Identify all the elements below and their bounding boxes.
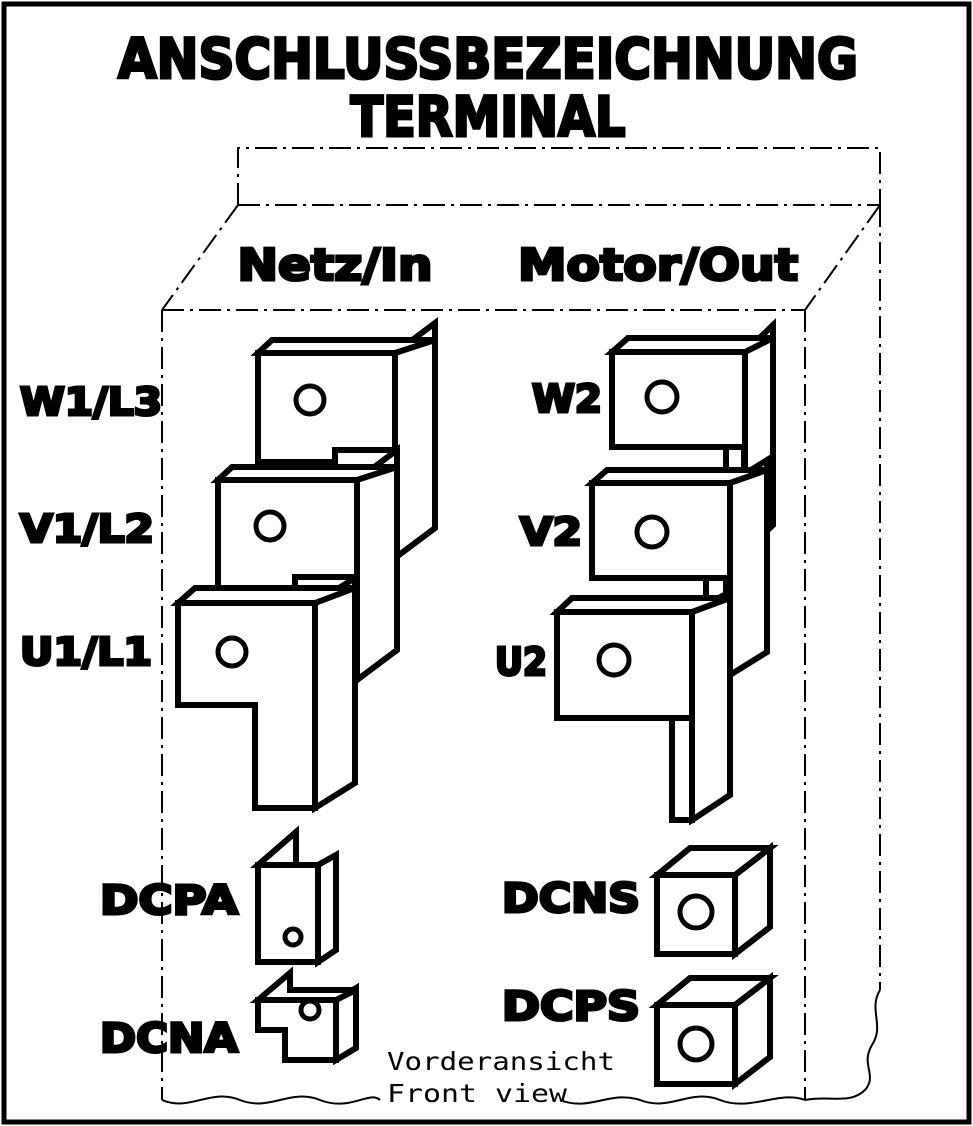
housing-outline xyxy=(161,147,881,1105)
label-u2: U2 xyxy=(495,640,547,684)
bolt-hole-icon xyxy=(298,998,322,1022)
bolt-hole-icon xyxy=(644,379,680,415)
label-dcpa: DCPA xyxy=(100,878,238,924)
label-w2: W2 xyxy=(532,377,602,421)
label-v1-l2: V1/L2 xyxy=(20,507,154,551)
terminal-w1-l3 xyxy=(250,317,438,564)
group-label-output: Motor/Out xyxy=(518,240,798,291)
label-dcna: DCNA xyxy=(100,1016,238,1062)
view-caption-line2: Front view xyxy=(387,1079,568,1108)
bolt-hole-icon xyxy=(215,635,249,669)
terminal-dcns xyxy=(648,841,779,961)
title-line1: ANSCHLUSSBEZEICHNUNG xyxy=(118,27,858,91)
terminal-u1-l1 xyxy=(170,572,358,814)
bolt-hole-icon xyxy=(677,1025,715,1063)
group-label-input: Netz/In xyxy=(238,240,433,291)
title-line2: TERMINAL xyxy=(351,85,626,149)
bolt-hole-icon xyxy=(253,509,287,543)
bolt-hole-icon xyxy=(634,514,670,550)
bolt-hole-icon xyxy=(293,383,327,417)
terminal-u2 xyxy=(549,587,733,826)
terminal-v2 xyxy=(583,454,770,681)
bolt-hole-icon xyxy=(596,642,632,678)
label-u1-l1: U1/L1 xyxy=(20,630,152,674)
terminal-dcpa xyxy=(249,825,339,968)
label-dcns: DCNS xyxy=(502,876,640,922)
bolt-hole-icon xyxy=(677,893,715,931)
label-dcps: DCPS xyxy=(502,984,640,1030)
view-caption-line1: Vorderansicht xyxy=(387,1047,615,1076)
terminal-dcna xyxy=(249,966,359,1066)
bolt-hole-icon xyxy=(282,926,304,948)
terminal-dcps xyxy=(648,971,779,1091)
label-w1-l3: W1/L3 xyxy=(20,380,162,424)
label-v2: V2 xyxy=(520,510,582,554)
